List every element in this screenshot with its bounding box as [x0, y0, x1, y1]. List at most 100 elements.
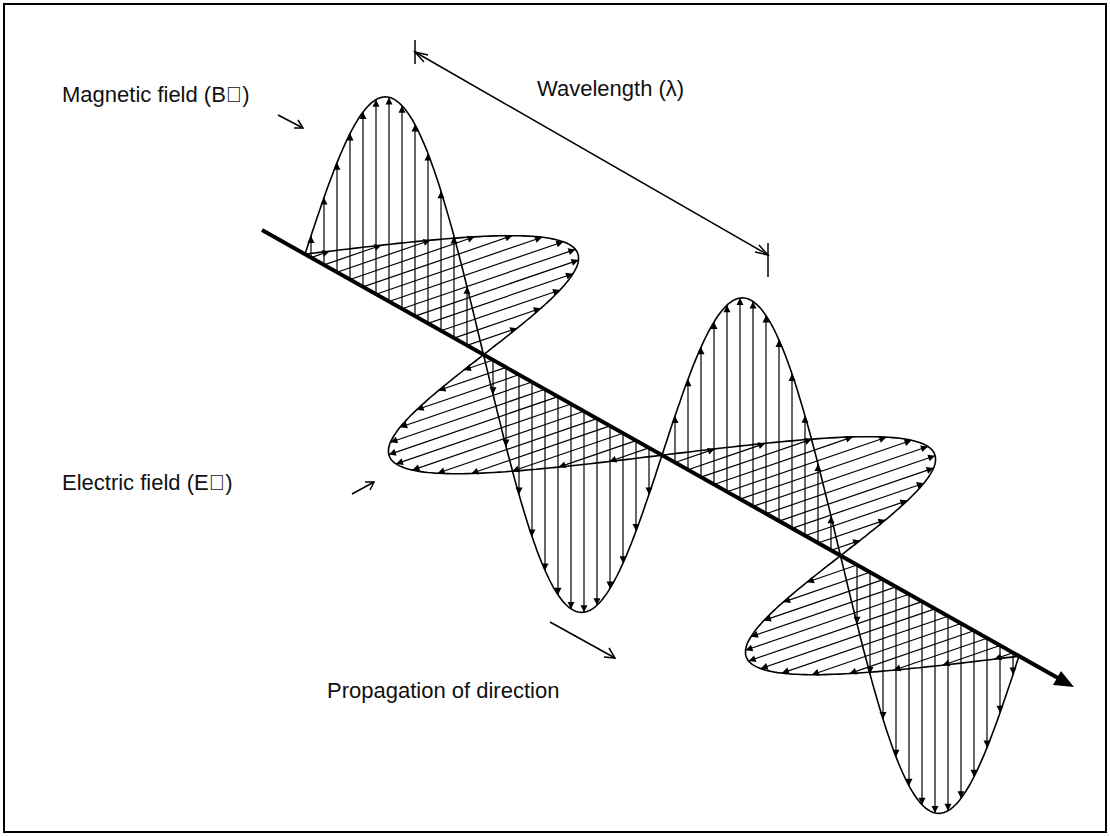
magnetic-field-vector — [856, 565, 857, 624]
magnetic-field-vector-head — [1010, 667, 1017, 674]
magnetic-field-vector — [466, 287, 467, 346]
magnetic-field-vector-head — [685, 379, 692, 386]
magnetic-field-vector — [986, 638, 987, 747]
leader-arrowhead — [365, 482, 374, 490]
electric-field-vector — [727, 437, 886, 492]
magnetic-field-vector — [583, 411, 584, 612]
electric-field-vector — [438, 419, 597, 474]
magnetic-field-vector-head — [958, 791, 965, 798]
magnetic-field-vector-head — [451, 236, 458, 243]
magnetic-field-vector — [791, 374, 792, 529]
magnetic-field-vector — [375, 100, 376, 295]
electric-field-vector — [675, 449, 715, 463]
magnetic-field-vector — [388, 97, 389, 301]
electric-field-vector — [783, 572, 870, 602]
magnetic-field-vector-head — [360, 112, 367, 119]
dimension-arrowhead — [755, 245, 768, 255]
electric-field-vector — [812, 624, 961, 675]
dimension-label: Wavelength (λ) — [535, 76, 686, 102]
electric-field-vector — [389, 397, 558, 455]
electric-field-vector-head — [894, 665, 902, 672]
magnetic-field-vector-head — [308, 236, 315, 243]
magnetic-field-vector-head — [750, 302, 757, 309]
magnetic-field-vector-head — [672, 416, 679, 423]
magnetic-field-vector — [882, 580, 883, 719]
magnetic-field-vector — [739, 298, 740, 499]
magnetic-field-vector — [817, 464, 818, 543]
direction-arrowhead — [604, 648, 615, 658]
magnetic-field-vector-head — [568, 602, 575, 609]
magnetic-field-vector — [908, 594, 909, 785]
magnetic-field-vector — [349, 134, 350, 280]
magnetic-field-vector — [323, 198, 324, 265]
electric-field-vector-head — [943, 660, 951, 667]
electric-field-vector-head — [764, 615, 772, 622]
magnetic-field-vector-head — [373, 100, 380, 107]
magnetic-field-vector — [544, 389, 545, 570]
magnetic-field-vector — [713, 322, 714, 485]
electric-field-vector — [766, 456, 935, 514]
wavelength-dimension — [415, 52, 768, 255]
electric-field-vector-head — [412, 465, 420, 472]
electric-field-vector — [412, 411, 584, 470]
electric-field-vector-head — [900, 500, 908, 507]
magnetic-field-vector-head — [711, 322, 718, 329]
frame — [4, 4, 1106, 832]
axis-arrowhead — [1053, 671, 1074, 687]
electric-field-vector-head — [782, 668, 790, 675]
magnetic-field-vector — [973, 631, 974, 777]
magnetic-field-vector — [596, 419, 597, 606]
magnetic-field-vector — [895, 587, 896, 757]
magnetic-field-vector-head — [815, 464, 822, 471]
electric-field-vector-head — [389, 449, 397, 456]
magnetic-field-vector-head — [776, 340, 783, 347]
electric-field-vector — [764, 580, 883, 621]
magnetic-field-vector — [960, 624, 961, 799]
magnetic-field-vector — [570, 404, 571, 609]
electric-field-vector-head — [556, 241, 564, 248]
electric-field-vector — [467, 328, 517, 345]
magnetic-field-vector — [440, 191, 441, 330]
magnetic-field-vector-head — [399, 106, 406, 113]
electric-field-vector-head — [849, 668, 857, 675]
electric-field-vector — [324, 245, 381, 265]
magnetic-field-vector — [427, 154, 428, 324]
electric-field-vector — [350, 237, 475, 280]
magnetic-field-vector-head — [620, 556, 627, 563]
leader-arrowhead — [294, 120, 303, 128]
magnetic-field-vector — [700, 347, 701, 477]
electric-field-vector-head — [533, 307, 541, 314]
leader-arrow — [278, 115, 303, 128]
magnetic-field-vector — [752, 302, 753, 507]
electric-field-vector — [609, 448, 649, 462]
magnetic-field-vector-head — [529, 530, 536, 537]
magnetic-field-vector — [518, 375, 519, 495]
magnetic-field-vector — [414, 125, 415, 317]
electric-field-vector-head — [467, 236, 475, 243]
electric-field-vector-head — [534, 236, 542, 243]
dimension-arrowhead — [415, 52, 428, 62]
electric-field-vector-head — [559, 462, 567, 469]
electric-field-vector — [714, 437, 853, 485]
electric-field-vector-head — [471, 468, 479, 475]
magnetic-field-vector — [336, 163, 337, 272]
magnetic-field-vector-head — [438, 191, 445, 198]
magnetic-field-vector-head — [906, 779, 913, 786]
dimension-tick — [767, 243, 769, 277]
electric-field-vector-head — [439, 385, 447, 392]
electric-field-vector-head — [374, 244, 382, 251]
electric-field-vector-head — [438, 468, 446, 475]
magnetic-field-vector-head — [607, 581, 614, 588]
electric-field-vector-head — [904, 439, 912, 446]
magnetic-field-vector — [765, 316, 766, 514]
electric-field-vector-head — [571, 259, 579, 266]
magnetic-field-vector-head — [386, 97, 393, 104]
electric-field-vector — [749, 602, 922, 661]
electric-field-vector-head — [926, 467, 934, 474]
magnetic-field-vector-head — [867, 667, 874, 674]
magnetic-field-vector-head — [425, 154, 432, 161]
magnetic-field-vector-head — [490, 387, 497, 394]
magnetic-field-vector-head — [932, 806, 939, 813]
magnetic-field-vector-head — [893, 750, 900, 757]
